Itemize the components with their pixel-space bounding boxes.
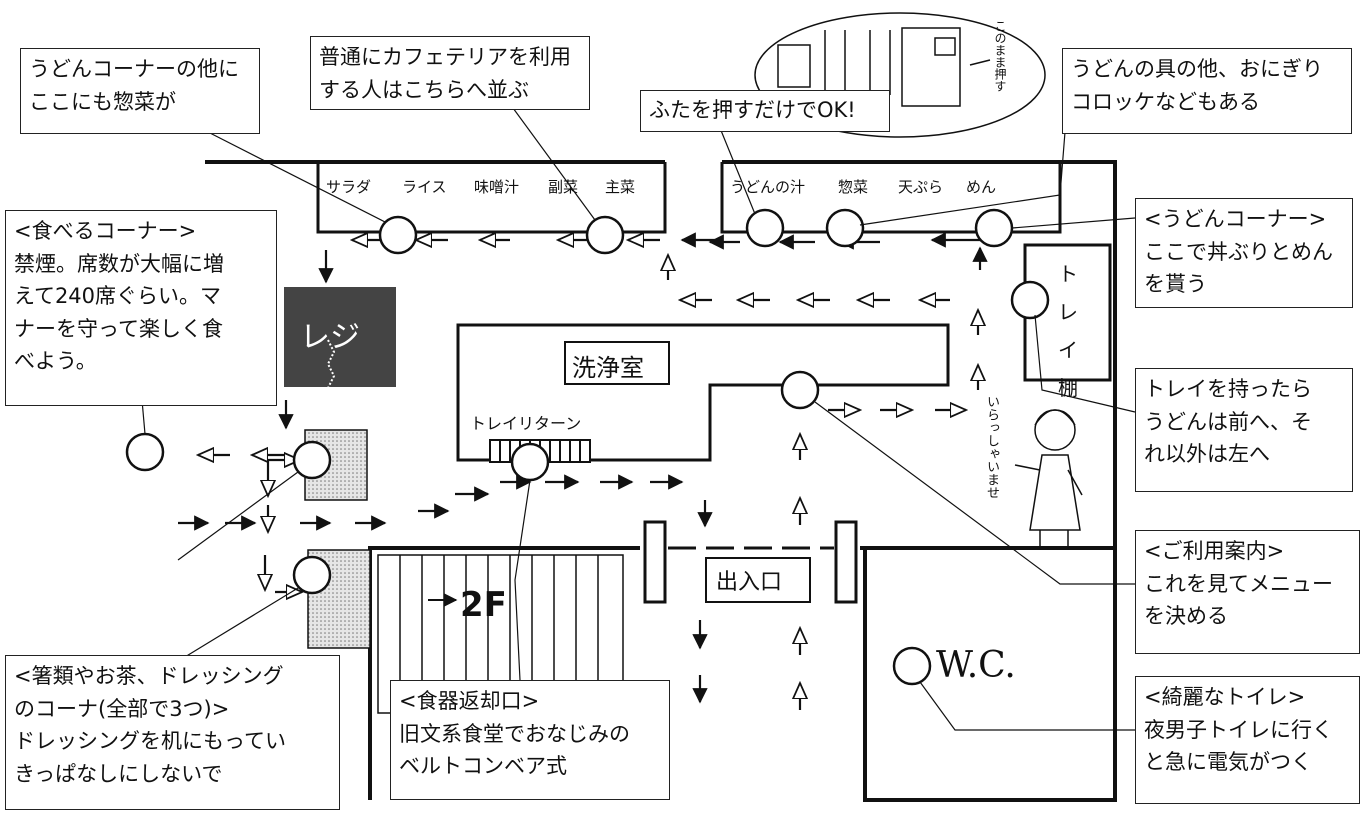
callout-eating-corner: <食べるコーナー> 禁煙。席数が大幅に増 えて240席ぐらい。マ ナーを守って楽… xyxy=(5,210,277,406)
counter-item-miso: 味噌汁 xyxy=(474,178,520,196)
callout-line: <ご利用案内> xyxy=(1144,539,1285,563)
counter-item-side-dish: 惣菜 xyxy=(838,178,869,196)
entrance-label: 出入口 xyxy=(716,570,783,595)
callout-line: トレイを持ったら xyxy=(1144,377,1312,401)
entrance xyxy=(643,520,858,604)
callout-line: <うどんコーナー> xyxy=(1144,207,1327,231)
callout-line: <箸類やお茶、ドレッシング xyxy=(14,664,284,688)
callout-udon-toppings: うどんの具の他、おにぎり コロッケなどもある xyxy=(1062,48,1352,134)
callout-line: を貰う xyxy=(1144,272,1207,297)
tray-shelf-label: ト レ イ 棚 xyxy=(1056,255,1080,407)
counter-item-main: 主菜 xyxy=(605,178,636,196)
callout-udon-side: うどんコーナーの他に ここにも惣菜が xyxy=(20,48,260,134)
callout-line: れ以外は左へ xyxy=(1144,442,1270,467)
callout-tray-guide: トレイを持ったら うどんは前へ、そ れ以外は左へ xyxy=(1135,368,1353,492)
washroom-label: 洗浄室 xyxy=(572,354,644,382)
callout-line: これを見てメニュー xyxy=(1144,571,1333,596)
inset-illustration xyxy=(754,12,1046,138)
callout-toilet: <綺麗なトイレ> 夜男子トイレに行く と急に電気がつく xyxy=(1135,676,1360,804)
register-label: レジ xyxy=(300,320,360,355)
callout-line: を決める xyxy=(1144,604,1228,629)
counter-item-udon-soup: うどんの汁 xyxy=(730,178,806,196)
callout-line: 旧文系食堂でおなじみの xyxy=(399,721,630,746)
callout-line: きっぱなしにしないで xyxy=(14,761,223,786)
greeter-speech: いらっしゃいませ xyxy=(984,395,999,499)
callout-line: ここにも惣菜が xyxy=(29,89,176,114)
callout-line: えて240席ぐらい。マ xyxy=(14,284,222,309)
tray-shelf-char: ト xyxy=(1058,262,1078,286)
tray-shelf-char: イ xyxy=(1058,338,1078,362)
callout-line: ドレッシングを机にもってい xyxy=(14,729,286,754)
leader-lines xyxy=(141,107,1136,731)
inset-note: このまま押す xyxy=(993,20,1007,92)
callout-line: ベルトコンベア式 xyxy=(399,754,567,779)
counter-item-salad: サラダ xyxy=(326,178,372,196)
greeter-illustration xyxy=(1014,409,1083,550)
counter-item-tempura: 天ぷら xyxy=(898,178,944,196)
callout-line: <食べるコーナー> xyxy=(14,219,197,243)
callout-line: うどんの具の他、おにぎり xyxy=(1071,57,1323,81)
counter-item-side: 副菜 xyxy=(548,178,579,196)
callout-line: のコーナ(全部で3つ)> xyxy=(14,696,230,721)
callout-udon-corner: <うどんコーナー> ここで丼ぶりとめん を貰う xyxy=(1135,198,1353,308)
callout-line: うどんコーナーの他に xyxy=(29,57,239,81)
tray-shelf-char: 棚 xyxy=(1058,376,1078,400)
callout-chopsticks: <箸類やお茶、ドレッシング のコーナ(全部で3つ)> ドレッシングを机にもってい… xyxy=(5,655,340,810)
callout-line: うどんは前へ、そ xyxy=(1144,409,1312,434)
callout-line: と急に電気がつく xyxy=(1144,750,1312,775)
callout-line: べよう。 xyxy=(14,349,97,374)
register-box xyxy=(284,287,396,387)
callout-line: ここで丼ぶりとめん xyxy=(1144,239,1333,264)
callout-cafeteria-queue: 普通にカフェテリアを利用 する人はこちらへ並ぶ xyxy=(310,36,590,110)
callout-line: <食器返却口> xyxy=(399,689,540,713)
callout-line: ふたを押すだけでOK! xyxy=(649,98,856,122)
counter-item-rice: ライス xyxy=(402,178,447,196)
tray-return-label: トレイリターン xyxy=(470,414,582,433)
callout-line: 普通にカフェテリアを利用 xyxy=(319,45,571,69)
callout-line: 夜男子トイレに行く xyxy=(1144,717,1333,742)
callout-line: ナーを守って楽しく食 xyxy=(14,316,223,341)
callout-line: 禁煙。席数が大幅に増 xyxy=(14,251,224,276)
tray-shelf-char: レ xyxy=(1058,300,1078,324)
callout-push-lid: ふたを押すだけでOK! xyxy=(640,90,890,132)
wc-room xyxy=(863,546,1117,802)
callout-dish-return: <食器返却口> 旧文系食堂でおなじみの ベルトコンベア式 xyxy=(390,680,670,800)
callout-line: コロッケなどもある xyxy=(1071,89,1260,114)
callout-line: する人はこちらへ並ぶ xyxy=(319,77,529,102)
stairs-label: 2F xyxy=(460,585,507,625)
washroom-room xyxy=(456,323,950,462)
location-markers xyxy=(125,208,1050,686)
counter-item-noodles: めん xyxy=(966,178,997,196)
callout-usage-guide: <ご利用案内> これを見てメニュー を決める xyxy=(1135,530,1360,654)
wc-label: W.C. xyxy=(936,645,1016,686)
callout-line: <綺麗なトイレ> xyxy=(1144,685,1306,709)
